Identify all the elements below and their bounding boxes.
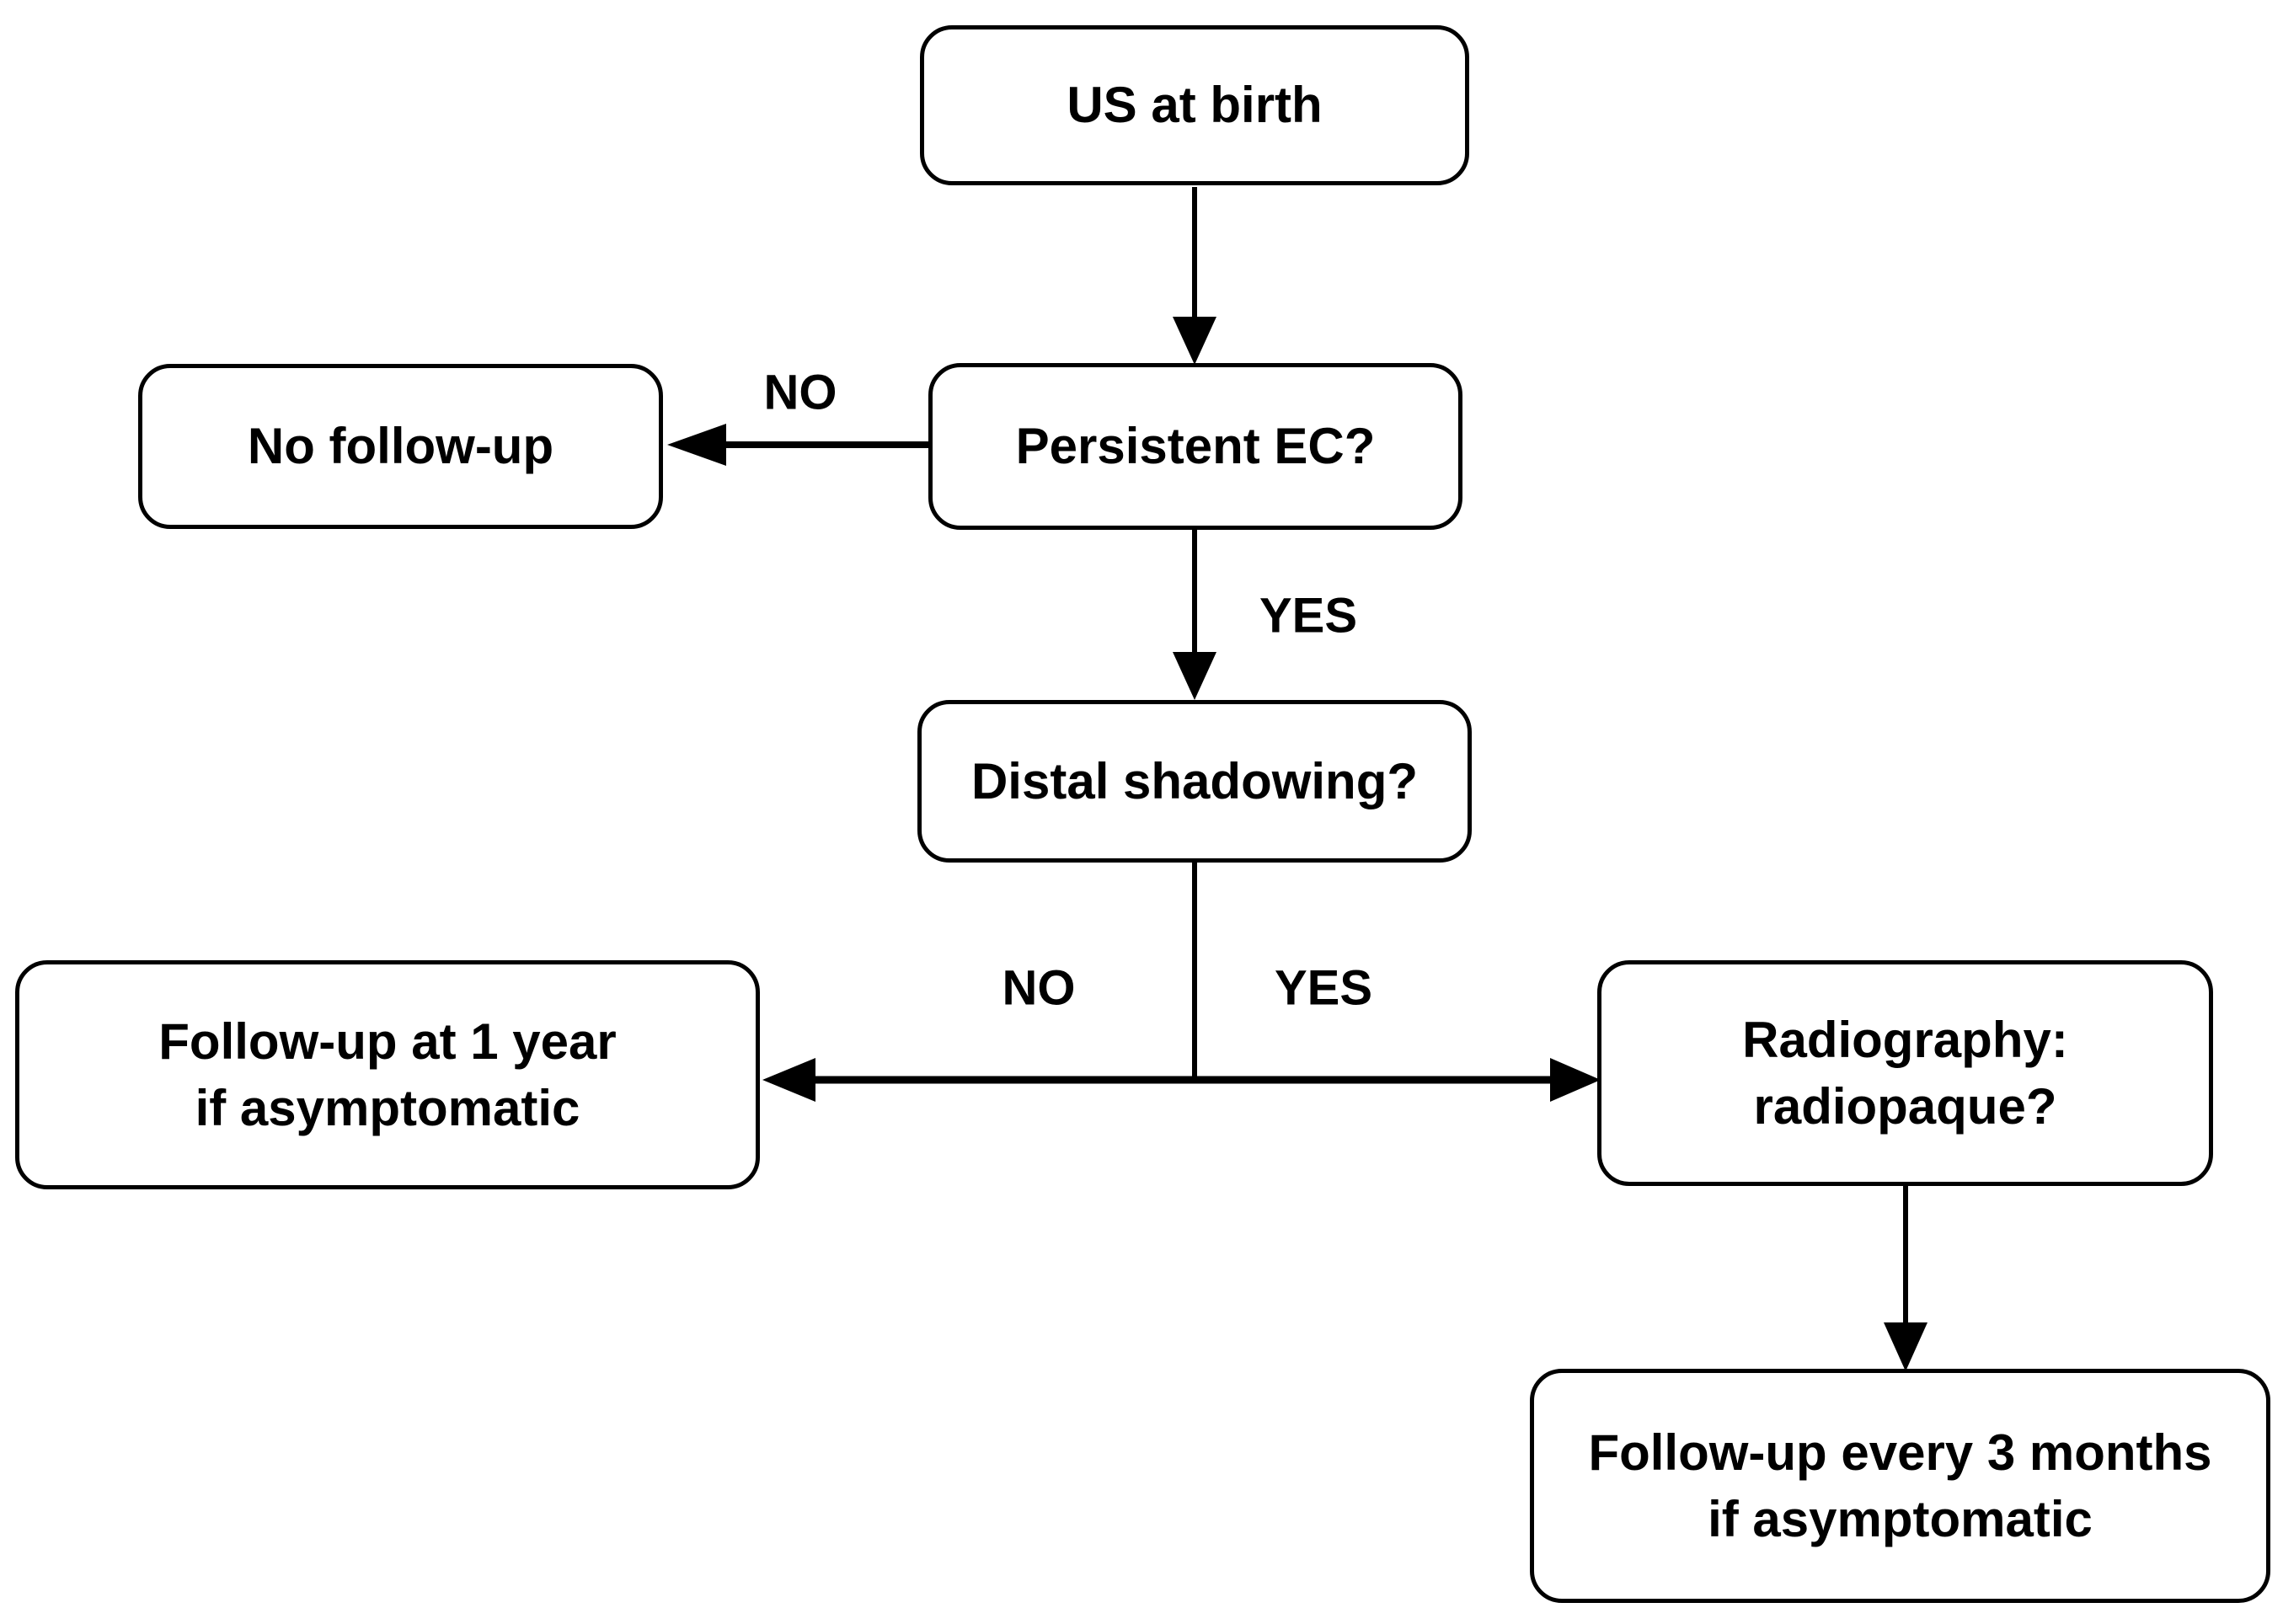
no-follow-up-label: No follow-up — [247, 418, 554, 475]
us-at-birth-label: US at birth — [1067, 77, 1323, 134]
edge-split-right-arrowhead-icon — [1550, 1058, 1601, 1102]
edge-split-left-arrowhead-icon — [762, 1058, 815, 1102]
edge-persistent-to-nofollowup-arrowhead-icon — [667, 424, 726, 466]
edge-radiography-to-followup3-arrowhead-icon — [1884, 1322, 1927, 1371]
node-persistent-ec: Persistent EC? — [928, 363, 1462, 530]
edge-persistent-to-distal-arrowhead-icon — [1173, 652, 1216, 700]
node-no-follow-up: No follow-up — [138, 364, 663, 529]
edge-label-shadowing-yes: YES — [1274, 960, 1373, 1016]
node-radiography: Radiography: radiopaque? — [1597, 960, 2213, 1186]
persistent-ec-label: Persistent EC? — [1015, 418, 1376, 475]
node-distal-shadowing: Distal shadowing? — [917, 700, 1472, 863]
follow-up-3-months-label: Follow-up every 3 months if asymptomatic — [1588, 1424, 2212, 1547]
distal-shadowing-label: Distal shadowing? — [970, 752, 1419, 809]
node-follow-up-1-year: Follow-up at 1 year if asymptomatic — [15, 960, 760, 1189]
node-follow-up-3-months: Follow-up every 3 months if asymptomatic — [1530, 1369, 2270, 1603]
edge-label-persistent-no: NO — [763, 365, 837, 420]
edge-label-shadowing-no: NO — [1002, 960, 1076, 1016]
follow-up-1-year-label: Follow-up at 1 year if asymptomatic — [158, 1012, 617, 1136]
edge-label-persistent-yes: YES — [1259, 588, 1358, 644]
edge-us-to-persistent-arrowhead-icon — [1173, 317, 1216, 365]
radiography-label: Radiography: radiopaque? — [1742, 1011, 2068, 1135]
node-us-at-birth: US at birth — [920, 25, 1469, 185]
